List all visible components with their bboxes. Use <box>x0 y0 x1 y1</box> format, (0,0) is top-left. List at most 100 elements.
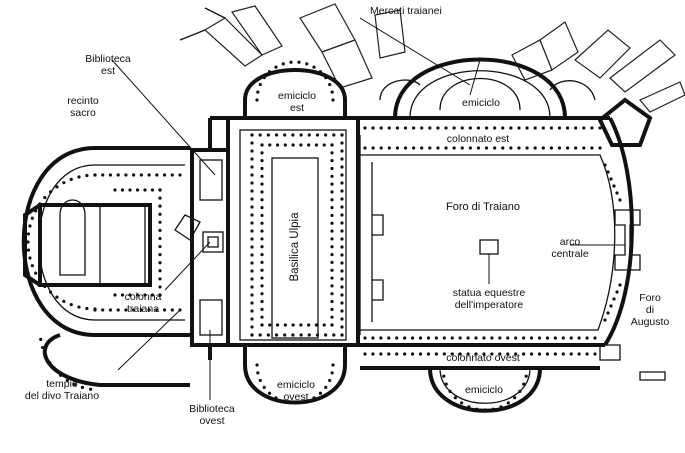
column-dot <box>340 301 344 305</box>
column-dot <box>340 149 344 153</box>
column-dot <box>340 253 344 257</box>
column-dot <box>34 271 38 275</box>
column-dot <box>606 311 610 315</box>
column-dot <box>170 173 174 177</box>
column-dot <box>340 285 344 289</box>
label-biblioteca-est-2: est <box>101 65 115 77</box>
column-dot <box>330 198 334 202</box>
column-dot <box>250 317 254 321</box>
column-dot <box>260 252 264 257</box>
column-dot <box>322 143 326 147</box>
column-dot <box>274 133 279 137</box>
column-dot <box>340 213 344 217</box>
column-dot <box>250 165 254 169</box>
column-dot <box>324 76 328 80</box>
column-dot <box>412 126 416 130</box>
equestrian-statue-base <box>479 239 499 255</box>
column-dot <box>255 363 259 367</box>
column-dot <box>444 126 448 130</box>
column-dot <box>458 352 462 356</box>
column-dot <box>307 333 311 337</box>
column-dot <box>28 256 32 260</box>
column-dot <box>557 126 562 130</box>
column-dot <box>299 143 303 147</box>
column-dot <box>30 216 34 220</box>
column-dot <box>509 146 513 150</box>
column-dot <box>69 303 73 307</box>
column-dot <box>332 333 336 337</box>
column-dot <box>330 90 334 94</box>
column-dot <box>65 378 69 382</box>
column-dot <box>158 244 162 249</box>
column-dot <box>517 126 521 130</box>
column-dot <box>299 133 303 137</box>
column-dot <box>330 221 334 225</box>
column-dot <box>299 323 303 327</box>
column-dot <box>460 401 464 405</box>
column-dot <box>403 126 408 130</box>
column-dot <box>305 399 309 403</box>
column-dot <box>260 323 264 327</box>
column-dot <box>403 336 407 340</box>
column-dot <box>274 333 279 337</box>
label-basilica: Basilica Ulpia <box>289 212 301 282</box>
column-dot <box>268 143 272 147</box>
column-dot <box>305 62 309 66</box>
column-dot <box>525 126 529 130</box>
column-dot <box>549 126 553 130</box>
column-dot <box>363 352 367 356</box>
column-dot <box>275 323 280 327</box>
column-dot <box>158 228 162 232</box>
column-dot <box>307 143 311 147</box>
column-dot <box>522 382 526 386</box>
column-dot <box>250 197 254 201</box>
column-dot <box>340 237 344 241</box>
column-dot <box>77 175 81 179</box>
column-dot <box>506 336 510 340</box>
column-dot <box>460 146 464 150</box>
column-dot <box>436 146 440 150</box>
column-dot <box>460 126 464 130</box>
column-dot <box>260 292 264 296</box>
column-dot <box>331 363 335 367</box>
column-dot <box>387 352 391 356</box>
colonnade-dots <box>26 60 622 412</box>
column-dot <box>55 185 59 189</box>
column-dot <box>525 146 529 150</box>
column-dot <box>442 336 446 340</box>
column-dot <box>615 191 619 195</box>
column-dot <box>467 405 471 409</box>
column-dot <box>43 284 47 289</box>
column-dot <box>274 396 278 400</box>
column-dot <box>260 182 264 186</box>
column-dot <box>493 126 497 130</box>
column-dot <box>330 166 334 171</box>
column-dot <box>330 182 334 186</box>
column-dot <box>410 336 415 340</box>
column-dot <box>585 352 589 356</box>
column-dot <box>250 221 254 225</box>
column-dot <box>565 146 570 150</box>
column-dot <box>330 174 334 178</box>
column-dot <box>250 301 254 305</box>
column-dot <box>250 157 254 161</box>
column-dot <box>493 146 497 150</box>
column-dot <box>260 315 264 319</box>
column-dot <box>506 352 510 356</box>
column-dot <box>69 177 73 181</box>
column-dot <box>85 173 89 178</box>
column-dot <box>420 126 424 130</box>
column-dot <box>250 173 254 177</box>
column-dot <box>256 371 260 375</box>
column-dot <box>506 401 510 405</box>
column-dot <box>250 181 254 185</box>
column-dot <box>330 229 334 233</box>
column-dot <box>444 382 448 386</box>
column-dot <box>120 188 125 192</box>
column-dot <box>340 293 344 297</box>
column-dot <box>250 189 254 193</box>
column-dot <box>561 352 565 356</box>
column-dot <box>135 188 140 192</box>
column-dot <box>250 229 254 233</box>
column-dot <box>41 345 45 350</box>
